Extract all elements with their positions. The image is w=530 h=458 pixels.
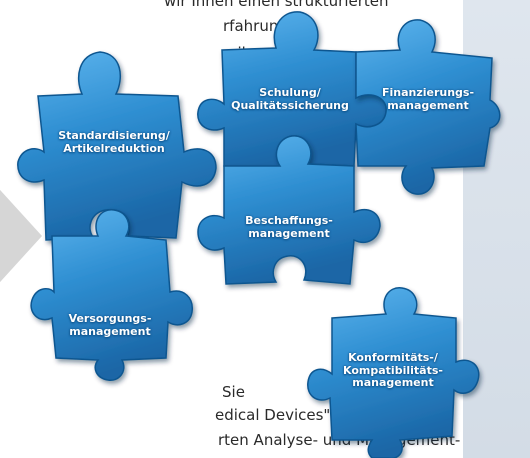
puzzle-piece-konformitaet <box>307 287 480 458</box>
piece-label-versorgung: Versorgungs- management <box>54 312 166 338</box>
piece-label-line: Beschaffungs- <box>245 214 333 227</box>
piece-label-line: Schulung/ <box>259 86 321 99</box>
piece-label-konformitaet: Konformitäts-/ Kompatibilitäts- manageme… <box>332 351 454 390</box>
arrow-shape <box>0 168 42 304</box>
piece-label-line: Finanzierungs- <box>381 86 475 99</box>
piece-label-line: Qualitätssicherung <box>231 98 349 112</box>
body-text-line-4: Sie <box>222 383 245 401</box>
piece-label-line: Kompatibilitäts- <box>343 363 443 377</box>
piece-label-line: management <box>387 98 469 112</box>
piece-label-schulung: Schulung/ Qualitätssicherung <box>220 86 360 112</box>
piece-label-line: management <box>352 376 434 389</box>
piece-label-line: management <box>69 324 151 338</box>
piece-label-beschaffung: Beschaffungs- management <box>226 214 352 240</box>
piece-label-line: Artikelreduktion <box>63 141 165 155</box>
piece-label-line: management <box>248 226 330 240</box>
piece-label-line: Konformitäts-/ <box>348 351 438 364</box>
piece-label-standardisierung: Standardisierung/ Artikelreduktion <box>52 129 176 155</box>
body-text-line-1: wir Ihnen einen strukturierten <box>164 0 389 10</box>
piece-label-line: Standardisierung/ <box>58 129 170 142</box>
puzzle-piece-finanzierung <box>355 19 501 195</box>
puzzle-piece-versorgung <box>30 209 193 381</box>
piece-label-line: Versorgungs- <box>68 312 152 325</box>
piece-label-finanzierung: Finanzierungs- management <box>372 86 484 112</box>
body-text-line-5: edical Devices"- <box>215 406 336 424</box>
puzzle-piece-standardisierung <box>17 51 217 241</box>
puzzle-piece-beschaffung <box>197 135 381 285</box>
